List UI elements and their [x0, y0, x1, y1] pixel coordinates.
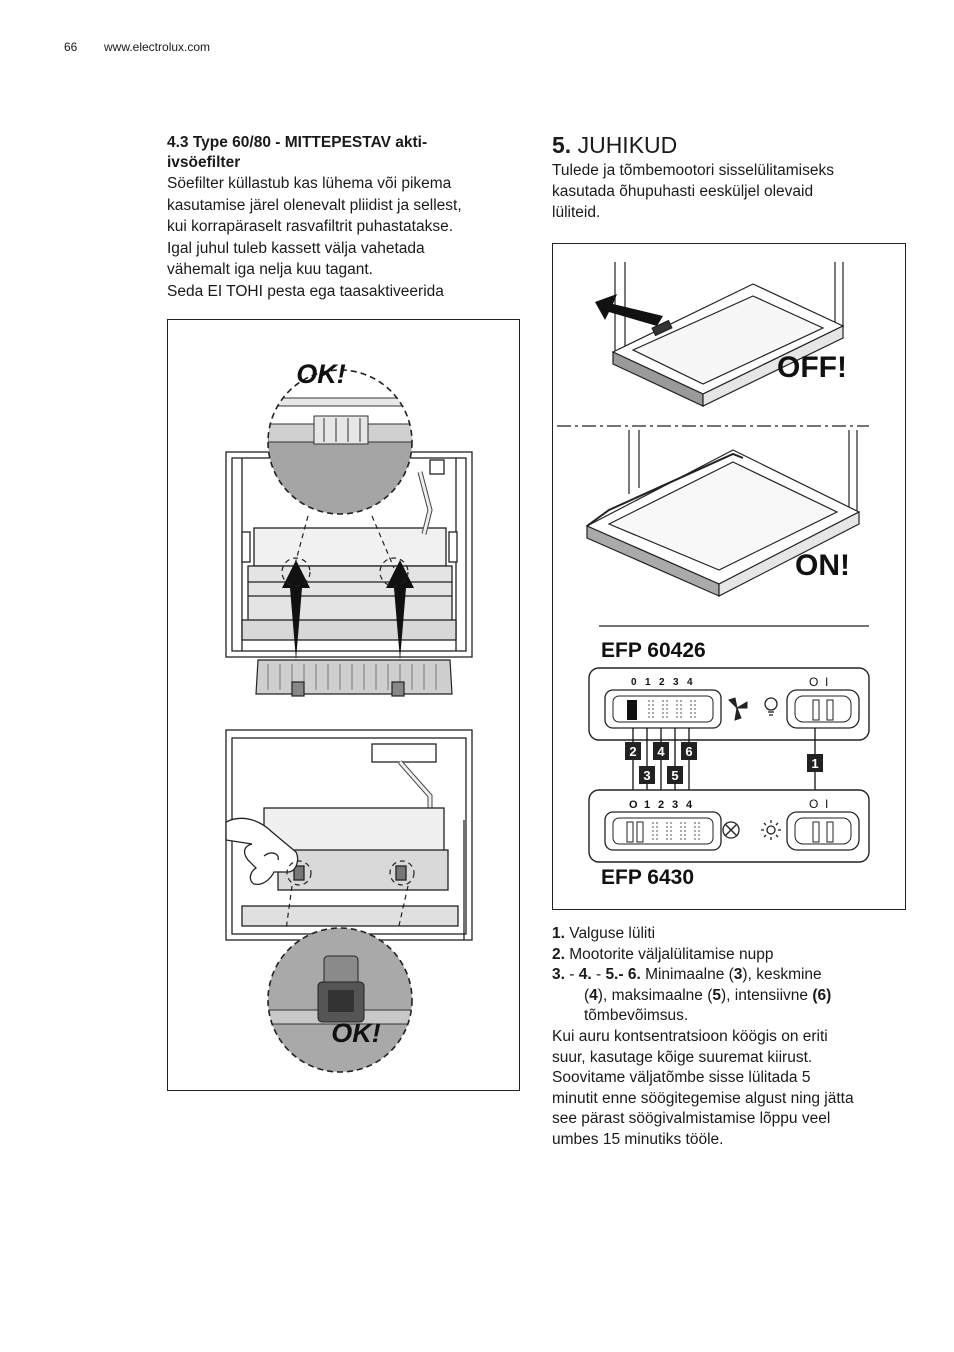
light-switch-bottom[interactable] — [786, 811, 860, 851]
legend-text: - — [591, 966, 606, 984]
light-mark-off: O — [809, 675, 818, 689]
motor-switch[interactable] — [604, 811, 722, 851]
detail-magnifier-bottom — [268, 928, 412, 1072]
section-5-number: 5. — [552, 132, 572, 158]
hood-on-illustration — [585, 430, 861, 597]
section-5: 5. JUHIKUD Tulede ja tõmbemootori sissel… — [552, 132, 907, 223]
section-4-3: 4.3 Type 60/80 - MITTEPESTAV akti- ivsöe… — [167, 133, 517, 303]
fan-icon — [728, 697, 748, 721]
legend-para-line: minutit enne söögitegemise algust ning j… — [552, 1089, 854, 1107]
legend-text: ), maksimaalne ( — [597, 986, 713, 1004]
ok-label-top: OK! — [296, 359, 346, 389]
legend-num: 4 — [589, 986, 598, 1004]
model-top-label: EFP 60426 — [601, 639, 706, 662]
filter-replacement-figure: OK! — [167, 319, 520, 1091]
intro-line: Tulede ja tõmbemootori sisselülitamiseks — [552, 162, 834, 179]
model-bottom-label: EFP 6430 — [601, 866, 694, 889]
legend-item-1: 1. Valguse lüliti — [552, 924, 912, 945]
legend-num: 5 — [712, 986, 721, 1004]
intro-line: lüliteid. — [552, 204, 601, 221]
callout-5: 5 — [671, 768, 678, 783]
speed-mark: 4 — [687, 677, 693, 688]
light-switch-top[interactable] — [786, 689, 860, 729]
section-4-3-heading-line1: 4.3 Type 60/80 - MITTEPESTAV akti- — [167, 134, 428, 151]
section-4-3-line: kui korrapäraselt rasvafiltrit puhastata… — [167, 218, 454, 236]
page-number: 66 — [64, 40, 78, 54]
section-5-intro: Tulede ja tõmbemootori sisselülitamiseks… — [552, 160, 907, 223]
website-link[interactable]: www.electrolux.com — [104, 40, 211, 54]
speed-mark: 0 — [631, 677, 637, 688]
section-4-3-heading-line2: ivsöefilter — [167, 154, 241, 171]
legend-item-3: 3. - 4. - 5.- 6. Minimaalne (3), keskmin… — [552, 965, 912, 986]
callout-3: 3 — [643, 768, 650, 783]
on-label: ON! — [795, 549, 850, 582]
legend-text: ), keskmine — [742, 966, 822, 984]
callout-1: 1 — [811, 756, 818, 771]
legend-item-3-line2: (4), maksimaalne (5), intensiivne (6) — [552, 986, 912, 1007]
callout-6: 6 — [685, 744, 692, 759]
light-mark-on: I — [825, 675, 828, 689]
legend-text: Mootorite väljalülitamise nupp — [569, 945, 774, 963]
section-4-3-line: Seda EI TOHI pesta ega taasaktiveerida — [167, 282, 444, 300]
light-mark-off: O — [809, 797, 818, 811]
legend-text: - — [564, 966, 579, 984]
section-5-title: 5. JUHIKUD — [552, 132, 907, 158]
control-panel-efp60426: 0 1 2 3 4 O I — [588, 667, 870, 741]
ok-label-bottom: OK! — [331, 1018, 381, 1048]
legend-item-2: 2. Mootorite väljalülitamise nupp — [552, 945, 912, 966]
legend-num: 4. — [578, 966, 592, 984]
control-panel-efp6430: O 1 2 3 4 — [588, 789, 870, 863]
push-arrow-icon — [595, 294, 663, 326]
legend-num: 5.- 6. — [605, 966, 641, 984]
legend-text: Valguse lüliti — [569, 925, 656, 942]
callout-4: 4 — [657, 744, 665, 759]
speed-mark: 4 — [686, 799, 693, 811]
legend-item-3-line3: tõmbevõimsus. — [584, 1007, 689, 1025]
section-4-3-line: kasutamise järel olenevalt pliidist ja s… — [167, 196, 462, 214]
legend-num: 3 — [733, 966, 743, 984]
hood-off-illustration — [611, 262, 845, 407]
legend-para-line: see pärast söögivalmistamise lõppu veel — [552, 1110, 831, 1128]
legend-num: (6) — [812, 986, 832, 1004]
speed-mark: 3 — [673, 677, 679, 688]
legend-para-line: Soovitame väljatõmbe sisse lülitada 5 — [552, 1069, 811, 1087]
legend-para-line: umbes 15 minutiks tööle. — [552, 1130, 724, 1148]
legend-text: Minimaalne ( — [640, 966, 734, 984]
light-mark-on: I — [825, 797, 828, 811]
section-5-title-text: JUHIKUD — [577, 132, 678, 158]
intro-line: kasutada õhupuhasti eesküljel olevaid — [552, 183, 814, 200]
section-4-3-line: Söefilter küllastub kas lühema või pikem… — [167, 175, 452, 192]
legend-para-line: Kui auru kontsentratsioon köögis on erit… — [552, 1027, 828, 1045]
hand-illustration — [225, 817, 299, 886]
legend-para-line: suur, kasutage kõige suuremat kiirust. — [552, 1048, 813, 1066]
callout-2: 2 — [629, 744, 636, 759]
legend-text: ( — [584, 986, 590, 1004]
section-4-3-line: vähemalt iga nelja kuu tagant. — [167, 261, 373, 279]
filter-cassette-illustration — [255, 659, 453, 697]
legend-text: ), intensiivne — [720, 986, 813, 1004]
speed-mark: 2 — [659, 677, 665, 688]
speed-mark: 2 — [658, 799, 664, 811]
light-icon — [761, 820, 781, 840]
speed-mark: 1 — [645, 677, 651, 688]
speed-mark: O — [629, 799, 638, 811]
section-4-3-line: Igal juhul tuleb kassett välja vahetada — [167, 239, 425, 257]
speed-mark: 1 — [644, 799, 650, 811]
legend-num: 3. — [552, 966, 565, 984]
fan-icon — [722, 821, 740, 839]
insert-arrow-icon — [282, 560, 414, 660]
legend-num: 2. — [552, 945, 565, 963]
lightbulb-icon — [764, 697, 778, 716]
controls-figure: OFF! ON! EFP 60426 0 1 2 3 4 — [552, 243, 906, 910]
legend-num: 1. — [552, 925, 565, 942]
speed-mark: 3 — [672, 799, 678, 811]
off-label: OFF! — [777, 351, 847, 384]
controls-legend: 1. Valguse lüliti 2. Mootorite väljalüli… — [552, 924, 912, 1151]
